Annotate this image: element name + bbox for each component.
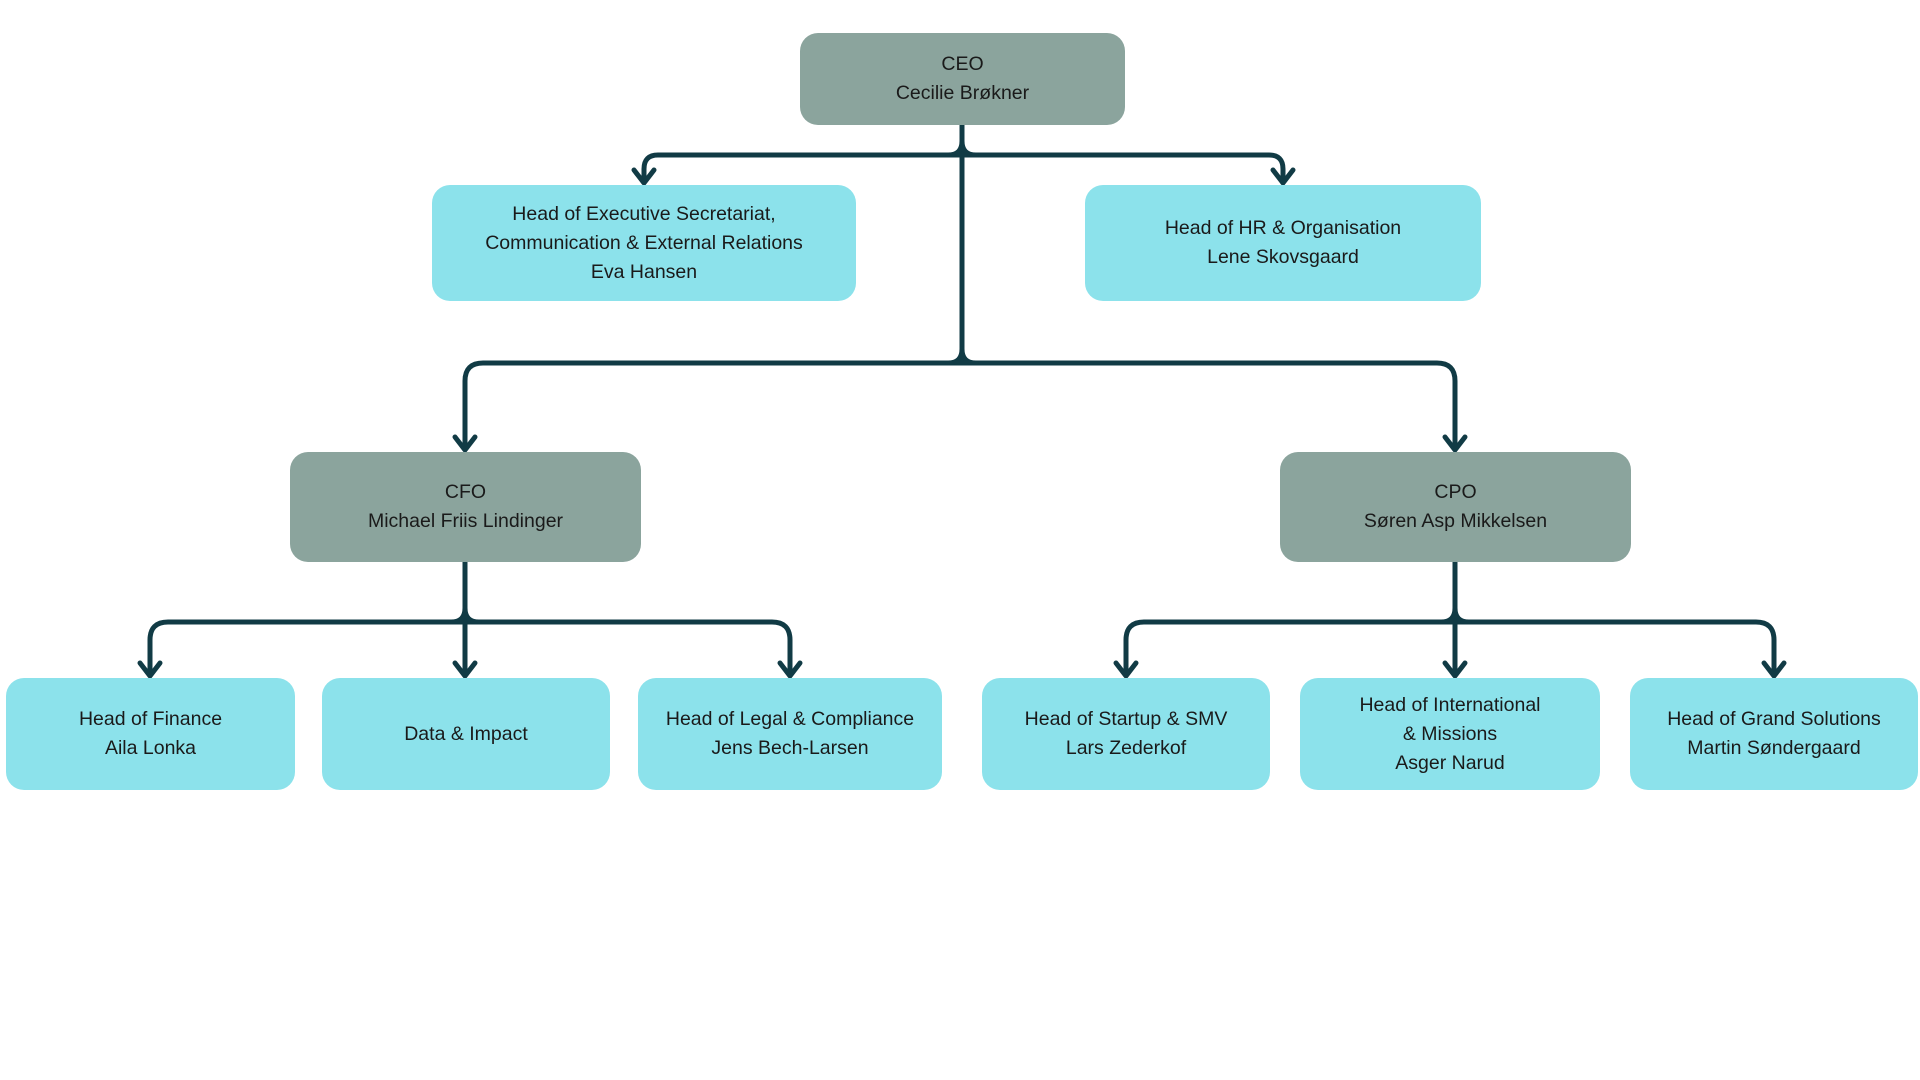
node-executive-secretariat[interactable]: Head of Executive Secretariat, Communica…	[432, 185, 856, 301]
node-title: Head of Grand Solutions	[1667, 708, 1881, 730]
node-international-missions[interactable]: Head of International & Missions Asger N…	[1300, 678, 1600, 790]
arrowhead-icon	[777, 660, 803, 679]
node-title: CFO	[444, 481, 487, 503]
node-title: Head of Executive Secretariat, Communica…	[485, 202, 803, 254]
node-title: Head of Legal & Compliance	[665, 708, 915, 730]
connector-branch-executives	[462, 360, 1458, 451]
connector-junction-cfo	[448, 605, 482, 625]
node-title: Head of HR & Organisation	[1164, 217, 1402, 239]
node-startup-smv[interactable]: Head of Startup & SMV Lars Zederkof	[982, 678, 1270, 790]
node-finance[interactable]: Head of Finance Aila Lonka	[6, 678, 295, 790]
node-title: Head of International & Missions	[1359, 693, 1541, 745]
arrowhead-icon	[631, 167, 657, 186]
arrowhead-icon	[1113, 660, 1139, 679]
arrowhead-icon	[137, 660, 163, 679]
node-cfo[interactable]: CFO Michael Friis Lindinger	[290, 452, 641, 562]
node-hr-organisation[interactable]: Head of HR & Organisation Lene Skovsgaar…	[1085, 185, 1481, 301]
node-legal-compliance[interactable]: Head of Legal & Compliance Jens Bech-Lar…	[638, 678, 942, 790]
node-title: Head of Startup & SMV	[1024, 708, 1228, 730]
node-title: CEO	[941, 53, 984, 75]
arrowhead-icon	[452, 434, 478, 453]
node-title: Data & Impact	[404, 722, 528, 745]
connector-branch-cpo-reports	[1123, 619, 1777, 677]
arrowhead-icon	[1270, 167, 1296, 186]
node-name: Søren Asp Mikkelsen	[1363, 510, 1548, 532]
node-grand-solutions[interactable]: Head of Grand Solutions Martin Søndergaa…	[1630, 678, 1918, 790]
connector-junction-2	[945, 346, 979, 366]
node-name: Jens Bech-Larsen	[711, 737, 869, 759]
node-name: Lars Zederkof	[1065, 737, 1187, 759]
node-title: Head of Finance	[78, 708, 223, 730]
node-name: Asger Narud	[1395, 751, 1505, 774]
arrowhead-icon	[1442, 660, 1468, 679]
arrowhead-icon	[1442, 434, 1468, 453]
node-title: CPO	[1434, 481, 1477, 503]
node-name: Michael Friis Lindinger	[367, 510, 564, 532]
node-cpo[interactable]: CPO Søren Asp Mikkelsen	[1280, 452, 1631, 562]
arrowhead-icon	[452, 660, 478, 679]
connector-branch-cfo-reports	[147, 619, 793, 677]
node-name: Aila Lonka	[104, 737, 197, 759]
connector-junction-cpo	[1438, 605, 1472, 625]
node-data-impact[interactable]: Data & Impact	[322, 678, 610, 790]
node-name: Cecilie Brøkner	[895, 82, 1030, 104]
node-ceo[interactable]: CEO Cecilie Brøkner	[800, 33, 1125, 125]
connector-group	[137, 122, 1787, 679]
arrowhead-icon	[1761, 660, 1787, 679]
node-name: Lene Skovsgaard	[1207, 246, 1359, 268]
connector-junction-1	[945, 138, 979, 158]
node-name: Eva Hansen	[590, 260, 698, 283]
node-name: Martin Søndergaard	[1687, 737, 1861, 759]
connector-branch-staff	[641, 152, 1286, 184]
